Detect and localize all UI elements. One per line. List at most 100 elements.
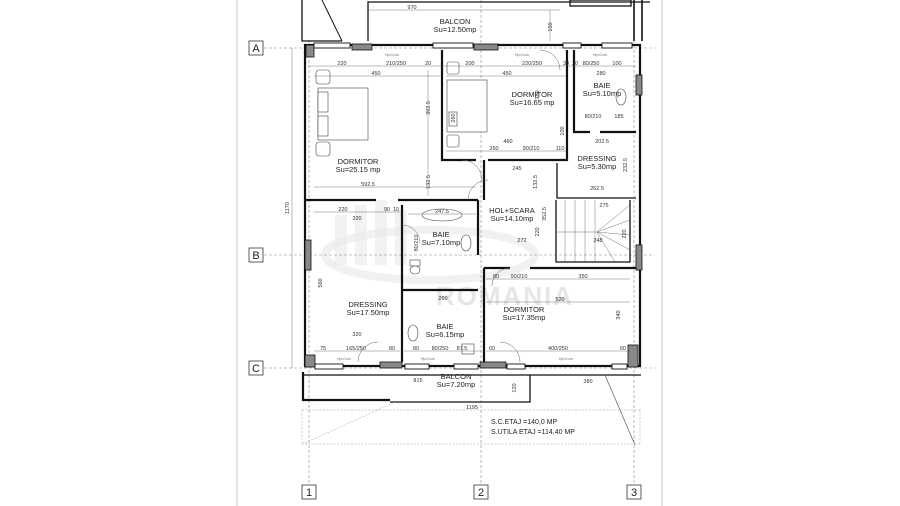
windows (313, 42, 633, 370)
svg-text:592.5: 592.5 (361, 182, 375, 188)
svg-text:B: B (252, 250, 259, 262)
area-summary: S.C.ETAJ =140,0 MP S.UTILA ETAJ =114,40 … (491, 419, 575, 436)
svg-text:Su=25.15 mp: Su=25.15 mp (336, 165, 381, 174)
svg-text:Su=17.35mp: Su=17.35mp (503, 313, 546, 322)
svg-text:Hp=0.cm: Hp=0.cm (337, 357, 351, 361)
svg-text:200: 200 (465, 61, 474, 67)
svg-text:350: 350 (578, 274, 587, 280)
svg-text:DORMITOR: DORMITOR (512, 90, 553, 99)
svg-text:Hp=0.cm: Hp=0.cm (385, 53, 399, 57)
svg-text:275: 275 (599, 203, 608, 209)
svg-text:150: 150 (548, 22, 554, 31)
watermark-text: ROMANIA (436, 281, 574, 311)
svg-text:220: 220 (337, 61, 346, 67)
svg-text:Su=17.50mp: Su=17.50mp (347, 308, 390, 317)
svg-text:60: 60 (620, 346, 626, 352)
svg-text:245: 245 (512, 166, 521, 172)
svg-text:232.5: 232.5 (623, 158, 629, 172)
svg-text:BAIE: BAIE (436, 322, 453, 331)
svg-text:815: 815 (413, 378, 422, 384)
svg-text:262.5: 262.5 (590, 186, 604, 192)
svg-text:DORMITOR: DORMITOR (338, 157, 379, 166)
svg-text:202.5: 202.5 (595, 139, 609, 145)
toilet-icon (409, 259, 421, 267)
svg-text:220: 220 (338, 207, 347, 213)
svg-text:100: 100 (560, 126, 566, 135)
room-area-balcon-top: Su=12.50mp (434, 25, 477, 34)
overall-width-dim: 1195 (466, 405, 478, 411)
svg-text:90/210: 90/210 (511, 274, 528, 280)
svg-text:560: 560 (318, 278, 324, 287)
svg-text:HOL+SCARA: HOL+SCARA (489, 206, 535, 215)
svg-text:Su=5.30mp: Su=5.30mp (578, 162, 617, 171)
svg-text:280: 280 (596, 71, 605, 77)
svg-text:90: 90 (384, 207, 390, 213)
svg-text:247.5: 247.5 (435, 209, 449, 215)
svg-text:132.5: 132.5 (426, 175, 432, 189)
shower-icon (461, 343, 475, 355)
sink-icon (615, 88, 627, 106)
svg-text:A: A (252, 43, 260, 55)
room-dressing-2: DRESSING Su=17.50mp (347, 300, 390, 317)
room-baie-2: BAIE Su=7.10mp (422, 230, 461, 247)
svg-text:320: 320 (352, 332, 361, 338)
svg-text:80: 80 (413, 346, 419, 352)
balcony-top: 970 150 BALCON Su=12.50mp (301, 0, 650, 42)
svg-text:BAIE: BAIE (432, 230, 449, 239)
svg-text:220: 220 (622, 229, 628, 238)
svg-text:C: C (252, 363, 260, 375)
grid-tag-2: 2 (473, 484, 489, 500)
interior-walls (305, 50, 636, 362)
bathtub-icon (421, 208, 463, 222)
svg-text:Su=16.65 mp: Su=16.65 mp (510, 98, 555, 107)
grid-tag-A: A (248, 40, 264, 56)
svg-text:20: 20 (572, 61, 578, 67)
svg-text:352.5: 352.5 (542, 207, 548, 221)
svg-text:80/250: 80/250 (432, 346, 449, 352)
balcony-bottom: 815 380 120 BALCON Su=7.20mp 1195 (301, 372, 641, 446)
svg-text:2: 2 (478, 487, 484, 499)
svg-text:20: 20 (425, 61, 431, 67)
svg-text:Su=6.15mp: Su=6.15mp (426, 330, 465, 339)
overall-height-dim: 1170 (285, 202, 291, 214)
svg-text:340: 340 (616, 310, 622, 319)
room-name-balcon-bottom: BALCON (441, 372, 472, 381)
room-dormitor-2: DORMITOR Su=16.65 mp (510, 90, 555, 107)
svg-text:DRESSING: DRESSING (348, 300, 387, 309)
svg-text:Su=5.10mp: Su=5.10mp (583, 89, 622, 98)
svg-text:87.5: 87.5 (457, 346, 468, 352)
svg-text:80: 80 (389, 346, 395, 352)
svg-text:3: 3 (631, 487, 637, 499)
svg-text:Hp=0.cm: Hp=0.cm (559, 357, 573, 361)
room-dressing-1: DRESSING Su=5.30mp (577, 154, 616, 171)
svg-text:110: 110 (556, 146, 565, 152)
svg-text:210/250: 210/250 (386, 61, 406, 67)
grid-tag-C: C (248, 360, 264, 376)
svg-text:80: 80 (493, 274, 499, 280)
svg-text:460: 460 (503, 139, 512, 145)
svg-text:80/250: 80/250 (583, 61, 600, 67)
svg-text:Hp=0.cm: Hp=0.cm (515, 53, 529, 57)
svg-text:450: 450 (371, 71, 380, 77)
svg-text:185: 185 (614, 114, 623, 120)
svg-text:120: 120 (512, 383, 518, 392)
svg-text:30: 30 (563, 61, 569, 67)
room-hol-scara: HOL+SCARA Su=14.10mp (489, 206, 535, 223)
svg-text:380: 380 (535, 90, 541, 99)
dimensions: 220 210/250 20 200 220/250 30 20 80/250 … (308, 53, 636, 361)
svg-text:970: 970 (407, 5, 416, 11)
svg-text:BAIE: BAIE (593, 81, 610, 90)
svg-text:DORMITOR: DORMITOR (504, 305, 545, 314)
svg-text:90/210: 90/210 (523, 146, 540, 152)
svg-text:Su=14.10mp: Su=14.10mp (491, 214, 534, 223)
doors (357, 49, 561, 363)
furniture (315, 61, 627, 355)
svg-text:260: 260 (438, 296, 447, 302)
room-dormitor-1: DORMITOR Su=25.15 mp (336, 157, 381, 174)
svg-text:520: 520 (555, 297, 564, 303)
svg-text:450: 450 (502, 71, 511, 77)
room-baie-3: BAIE Su=6.15mp (426, 322, 465, 339)
svg-text:400/250: 400/250 (548, 346, 568, 352)
svg-text:392.5: 392.5 (426, 101, 432, 115)
